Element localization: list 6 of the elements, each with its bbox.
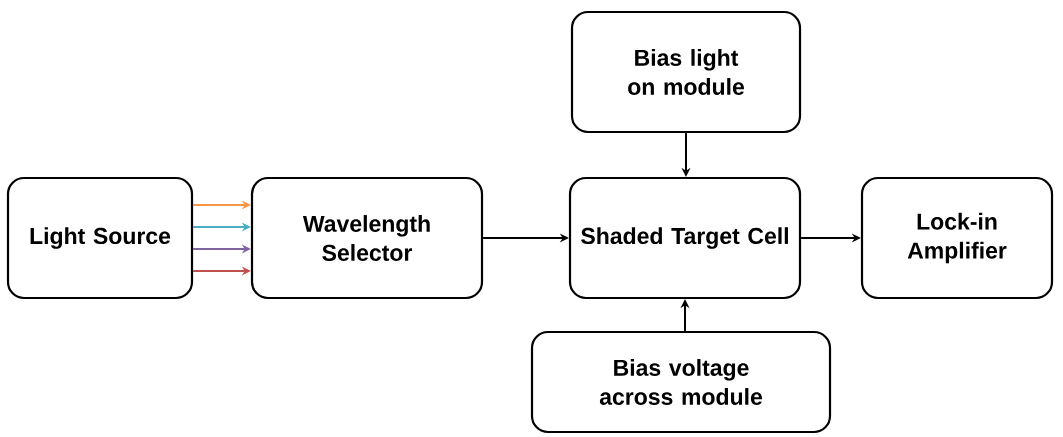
process-box: Light Source <box>6 176 194 300</box>
process-box: Bias voltage across module <box>530 330 832 434</box>
process-box: Lock-in Amplifier <box>860 176 1054 300</box>
process-box: Wavelength Selector <box>250 176 484 300</box>
process-box: Shaded Target Cell <box>568 176 802 300</box>
process-box: Bias light on module <box>570 10 802 134</box>
